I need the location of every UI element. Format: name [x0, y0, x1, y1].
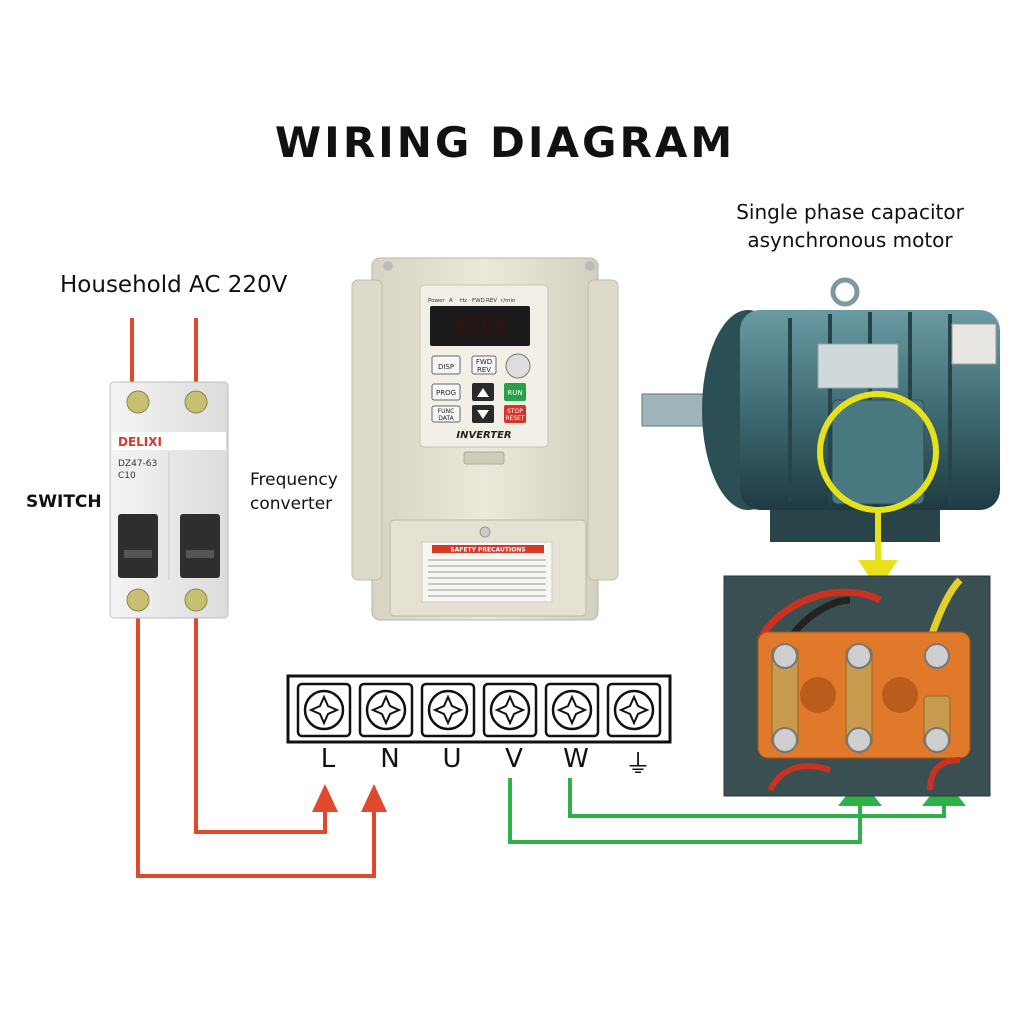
terminal-screw-icon	[482, 682, 538, 738]
breaker-toggle-left[interactable]	[118, 514, 158, 578]
breaker-toggle-right[interactable]	[180, 514, 220, 578]
switch-label: SWITCH	[26, 492, 102, 512]
rev-button-label: REV	[477, 366, 491, 374]
indicator-label: FWD	[472, 298, 485, 304]
indicator-label: r/min	[501, 298, 516, 304]
up-arrow-icon	[477, 388, 489, 397]
wire-to-n	[136, 612, 376, 878]
terminal-label-4: W	[563, 744, 589, 774]
breaker-model: DZ47-63	[118, 459, 157, 469]
stop-reset-button[interactable]	[504, 405, 526, 423]
inverter-name: INVERTER	[456, 430, 511, 441]
run-button-label: RUN	[507, 389, 522, 397]
reset-label: RESET	[505, 415, 525, 422]
screw-icon	[184, 588, 208, 612]
diagram-title: WIRING DIAGRAM	[274, 118, 736, 167]
wire-to-l	[194, 612, 327, 834]
fwd-button-label: FWD	[476, 358, 492, 366]
screw-icon	[184, 390, 208, 414]
disp-button[interactable]	[431, 355, 461, 375]
terminal-label-3: V	[505, 744, 523, 774]
indicator-label: Power	[428, 298, 445, 304]
motor	[641, 277, 1000, 590]
indicator-label: REV	[486, 298, 497, 304]
func-label: FUNC	[438, 408, 455, 415]
indicator-label: A	[449, 298, 453, 304]
motor-label: Single phase capacitor asynchronous moto…	[736, 200, 964, 252]
prog-button[interactable]	[431, 383, 461, 401]
terminal-screw-icon	[296, 682, 352, 738]
screw-icon	[126, 588, 150, 612]
terminal-label-0: L	[320, 744, 336, 774]
func-data-button[interactable]	[431, 405, 461, 423]
stop-label: STOP	[507, 408, 523, 415]
frequency-converter-label: Frequency converter	[250, 470, 338, 514]
highlight-arrow	[858, 560, 898, 590]
terminal-screws	[296, 682, 662, 738]
terminal-screw-icon	[606, 682, 662, 738]
wire-v	[508, 778, 862, 844]
screw-icon	[126, 390, 150, 414]
led-digits: 8888	[454, 314, 507, 339]
inverter-unit: Power A Hz FWD REV r/min 8888 DISP FWD R…	[351, 257, 619, 621]
led-display	[430, 306, 530, 346]
safety-title: SAFETY PRECAUTIONS	[450, 547, 525, 554]
indicator-label: Hz	[460, 298, 467, 304]
breaker-rating: C10	[118, 471, 136, 481]
terminal-strip	[286, 674, 672, 744]
speed-knob-icon[interactable]	[505, 353, 531, 379]
terminal-screw-icon	[420, 682, 476, 738]
down-arrow-icon	[477, 410, 489, 419]
wire-w	[568, 778, 946, 818]
terminal-screw-icon	[358, 682, 414, 738]
terminal-label-2: U	[442, 744, 462, 774]
run-button[interactable]	[504, 383, 526, 401]
terminal-label-5: ⏚	[624, 750, 651, 780]
fwd-rev-button[interactable]	[471, 355, 497, 375]
terminal-label-1: N	[380, 744, 400, 774]
motor-terminal-block	[723, 575, 991, 797]
disp-button-label: DISP	[438, 363, 454, 371]
arrow-l	[312, 784, 338, 812]
power-source-label: Household AC 220V	[60, 272, 288, 298]
terminal-screw-icon	[544, 682, 600, 738]
prog-button-label: PROG	[436, 389, 456, 397]
breaker-brand: DELIXI	[118, 435, 162, 449]
motor-wires	[508, 778, 946, 844]
data-label: DATA	[438, 415, 454, 422]
arrow-n	[361, 784, 387, 812]
power-wires	[130, 318, 376, 878]
circuit-breaker: DELIXI DZ47-63 C10	[109, 381, 229, 619]
